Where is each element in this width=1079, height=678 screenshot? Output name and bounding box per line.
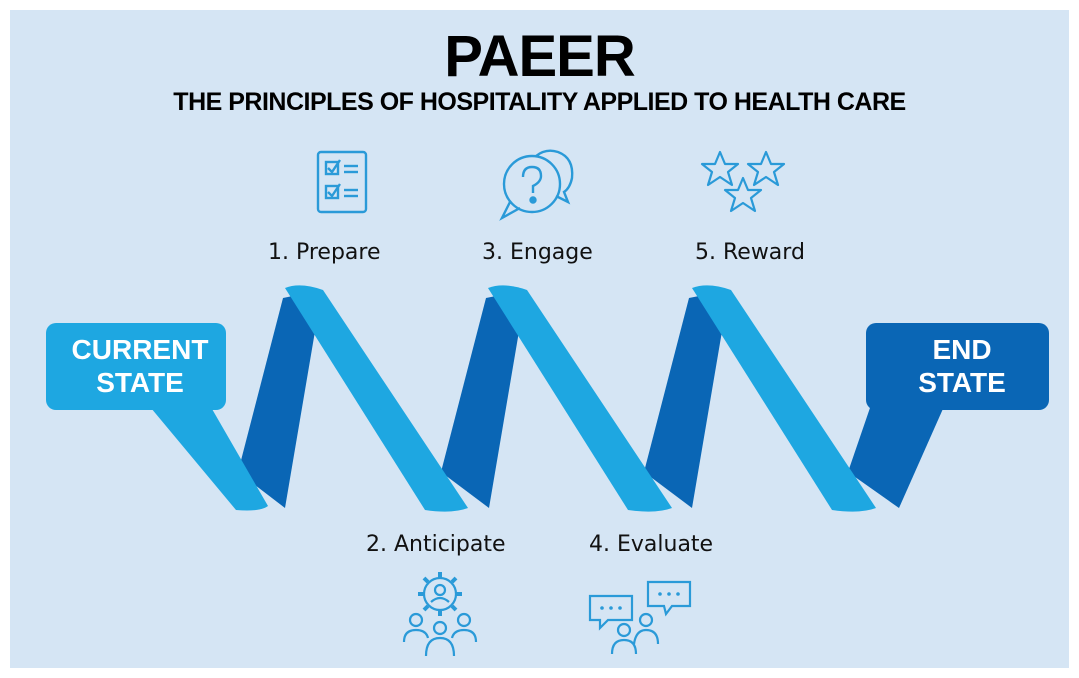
- ribbon-front-strip-3: [488, 285, 672, 512]
- ribbon-back-strip-4: [848, 402, 946, 508]
- page-subtitle: THE PRINCIPLES OF HOSPITALITY APPLIED TO…: [173, 88, 906, 116]
- page-title: PAEER: [444, 24, 636, 89]
- question-bubble-icon: [499, 149, 574, 221]
- ribbon-front-strip-4: [692, 285, 876, 512]
- current-state-line2: STATE: [96, 367, 184, 398]
- step-anticipate-label: 2. Anticipate: [366, 532, 506, 557]
- step-engage-label: 3. Engage: [482, 240, 593, 265]
- end-state-line2: STATE: [918, 367, 1006, 398]
- checklist-icon: [316, 150, 368, 214]
- step-prepare-label: 1. Prepare: [268, 240, 381, 265]
- ribbon-front-strip-2: [285, 285, 468, 512]
- step-evaluate-label: 4. Evaluate: [589, 532, 714, 557]
- current-state-line1: CURRENT: [72, 334, 209, 365]
- ribbon-back-strip-3: [644, 290, 729, 508]
- step-reward-label: 5. Reward: [695, 240, 805, 265]
- end-state-line1: END: [932, 334, 991, 365]
- current-state-box: [46, 323, 226, 410]
- stars-icon: [700, 150, 786, 213]
- ribbon-back-strip-2: [441, 290, 526, 508]
- ribbon-front-strip-1: [146, 402, 268, 511]
- conversation-icon: [588, 580, 692, 655]
- team-gear-icon: [402, 572, 478, 657]
- ribbon-back-strip-1: [238, 290, 322, 508]
- end-state-box: [866, 323, 1049, 410]
